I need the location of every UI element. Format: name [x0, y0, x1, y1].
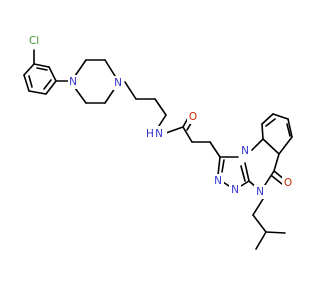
bond — [104, 87, 116, 104]
bond — [251, 138, 264, 151]
bond — [273, 153, 280, 172]
bond — [217, 156, 221, 176]
bond — [104, 59, 116, 77]
bond — [262, 138, 280, 155]
bond — [265, 231, 286, 234]
bond — [36, 67, 48, 71]
triazole-nitrogen-a-label: N — [212, 174, 224, 188]
bond — [33, 63, 50, 68]
nitrogen-label: N — [241, 145, 249, 157]
bond — [28, 90, 47, 95]
nitrogen-label: N — [114, 77, 122, 89]
nitrogen-label: N — [69, 76, 77, 88]
bond — [23, 74, 30, 92]
amide-oxygen-label: O — [187, 110, 199, 124]
amide-hydrogen-label: H — [146, 128, 154, 140]
bond — [252, 214, 267, 233]
bond — [124, 81, 137, 100]
bond — [165, 126, 184, 134]
amide-nitrogen-label: H N — [145, 126, 167, 142]
bond — [278, 136, 293, 155]
bond — [182, 126, 193, 143]
bond — [261, 113, 274, 125]
piperazine-left-nitrogen-label: N — [68, 75, 79, 89]
bond — [287, 118, 293, 138]
triazole-nitrogen-b-label: N — [229, 183, 241, 197]
bond — [43, 79, 52, 90]
chlorine-label: Cl — [29, 35, 39, 47]
bond — [255, 231, 267, 250]
bond — [271, 175, 283, 185]
bond — [74, 87, 87, 104]
bond — [240, 180, 250, 187]
bond-layer — [23, 49, 293, 250]
bond — [74, 59, 87, 77]
bond — [261, 123, 264, 140]
oxygen-label: O — [189, 111, 197, 123]
bond — [48, 66, 57, 82]
ring-carbonyl-oxygen-label: O — [282, 176, 294, 190]
amide-nitrogen-atom-label: N — [155, 128, 163, 140]
bond — [209, 141, 221, 158]
bond — [154, 98, 167, 116]
bond — [240, 165, 246, 182]
fused-ring-top-nitrogen-label: N — [239, 144, 251, 158]
nitrogen-label: N — [214, 175, 222, 187]
bond — [28, 75, 33, 88]
nitrogen-label: N — [231, 184, 239, 196]
oxygen-label: O — [284, 177, 292, 189]
bond — [286, 123, 291, 137]
bond — [221, 159, 225, 173]
bond — [252, 198, 264, 216]
atom-label-layer: Cl N N H N O N N N — [24, 32, 294, 199]
bond — [265, 118, 276, 127]
bond — [45, 80, 57, 95]
bond — [244, 162, 250, 182]
nitrogen-label: N — [256, 186, 264, 198]
molecule-structure-diagram: Cl N N H N O N N N — [23, 32, 294, 250]
bond — [272, 113, 289, 120]
chlorine-atom-label: Cl — [24, 32, 44, 48]
bond — [23, 63, 35, 76]
fused-ring-bottom-nitrogen-label: N — [254, 185, 266, 199]
piperazine-right-nitrogen-label: N — [113, 76, 124, 90]
